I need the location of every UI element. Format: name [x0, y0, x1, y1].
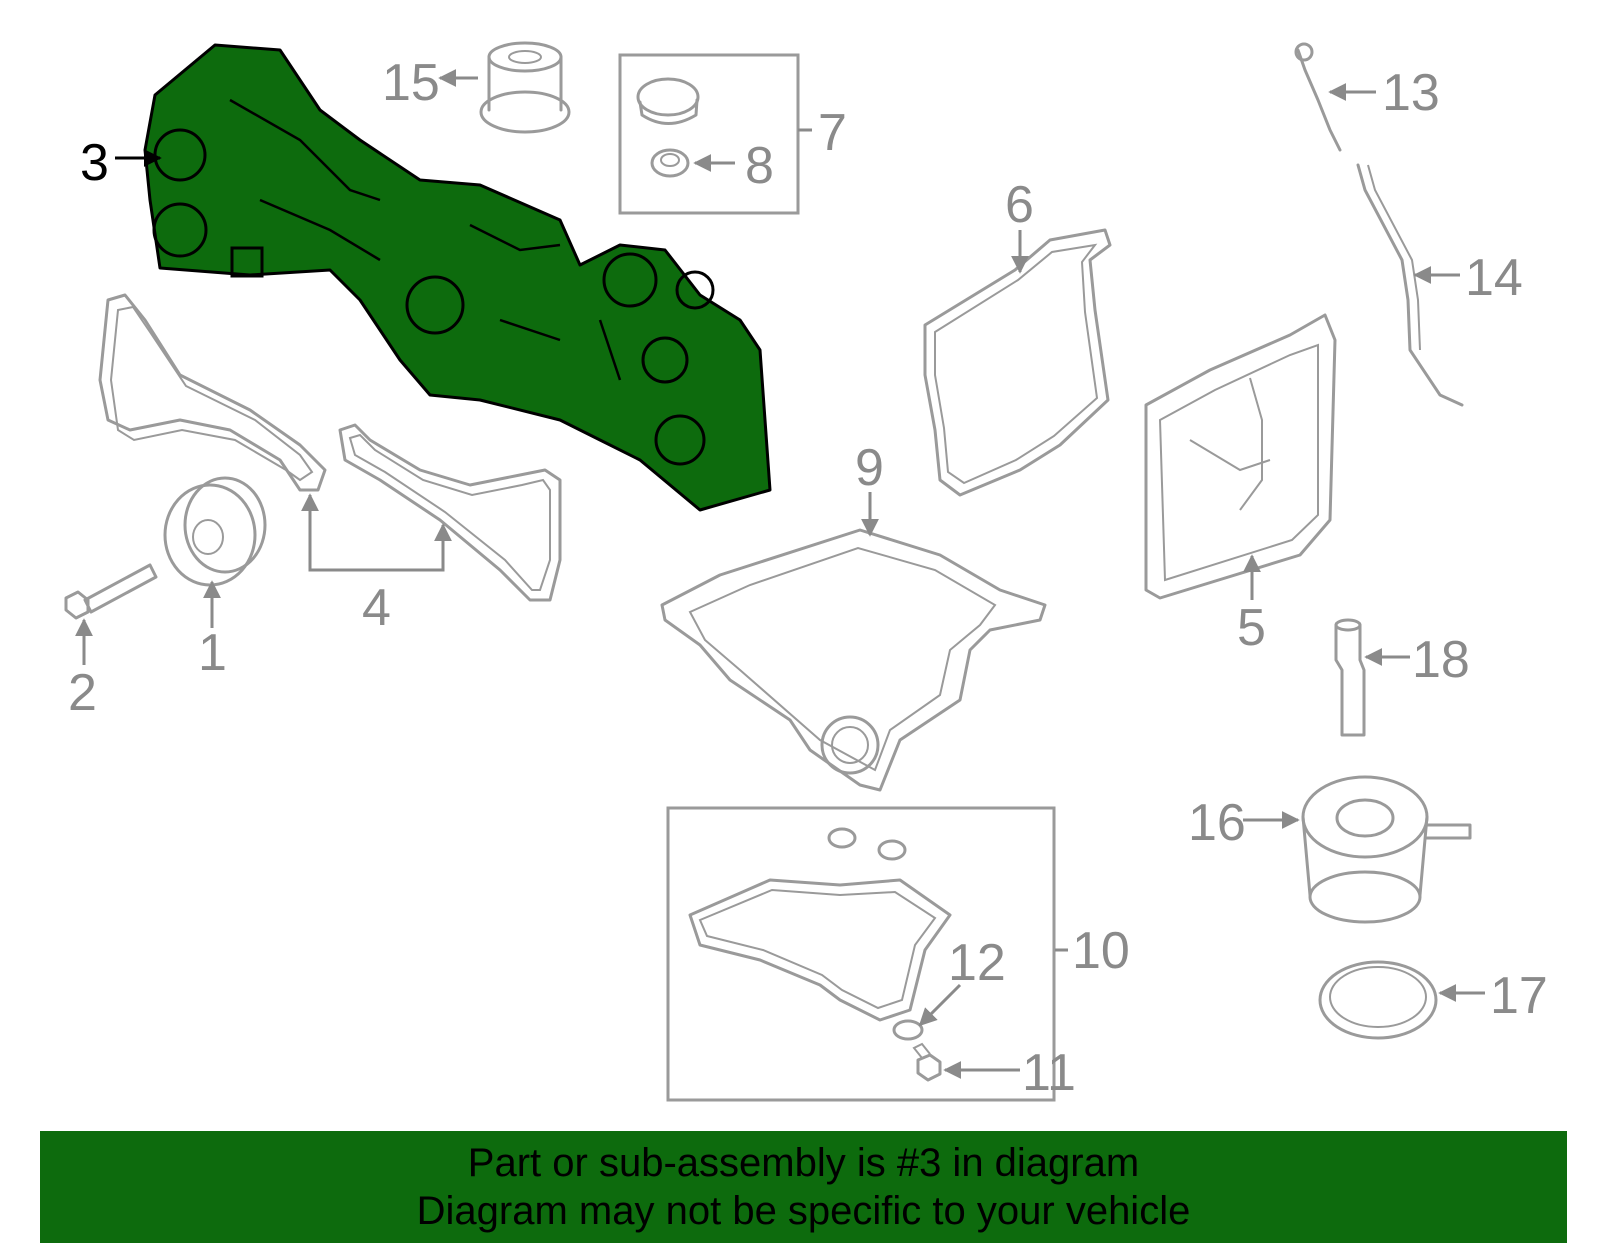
label-11: 11 — [1022, 1044, 1076, 1102]
timing-cover-part-3[interactable] — [143, 43, 772, 512]
label-13: 13 — [1382, 64, 1440, 122]
info-banner: Part or sub-assembly is #3 in diagram Di… — [40, 1131, 1567, 1243]
dipstick-part-13[interactable] — [1296, 48, 1342, 152]
label-9: 9 — [855, 439, 884, 497]
oil-filter-part-15[interactable] — [479, 41, 571, 134]
pipe-part-18[interactable] — [1334, 618, 1366, 737]
label-3: 3 — [80, 134, 109, 192]
oil-cooler-part-16[interactable] — [1301, 775, 1472, 924]
label-17: 17 — [1490, 967, 1548, 1025]
label-4: 4 — [362, 579, 391, 637]
label-14: 14 — [1465, 249, 1523, 307]
leader-lines — [75, 69, 1485, 1079]
filler-cap-part-7[interactable] — [636, 77, 700, 125]
cap-assembly-box — [618, 53, 800, 215]
label-7: 7 — [818, 104, 847, 162]
label-6: 6 — [1005, 176, 1034, 234]
banner-line-1: Part or sub-assembly is #3 in diagram — [467, 1141, 1140, 1185]
label-1: 1 — [198, 624, 227, 682]
label-12: 12 — [948, 934, 1006, 992]
oil-pan-lower-part-10[interactable] — [688, 827, 952, 1022]
label-18: 18 — [1412, 631, 1470, 689]
dipstick-tube-part-14[interactable] — [1356, 163, 1464, 407]
gasket-part-6[interactable] — [923, 228, 1112, 497]
label-2: 2 — [68, 664, 97, 722]
banner-line-2: Diagram may not be specific to your vehi… — [416, 1189, 1191, 1233]
drain-plug-part-11[interactable] — [912, 1042, 942, 1082]
label-5: 5 — [1237, 599, 1266, 657]
washer-part-12[interactable] — [892, 1019, 924, 1041]
bolt-part-2[interactable] — [64, 563, 158, 620]
pulley-part-1[interactable] — [163, 476, 267, 587]
oil-pan-lower-box — [666, 806, 1056, 1102]
label-15: 15 — [382, 54, 440, 112]
seal-part-8[interactable] — [650, 148, 690, 178]
cover-part-5[interactable] — [1144, 313, 1337, 600]
label-16: 16 — [1188, 794, 1246, 852]
label-8: 8 — [745, 137, 774, 195]
timing-belts-part-4[interactable] — [98, 293, 562, 602]
label-10: 10 — [1072, 922, 1130, 980]
seal-ring-part-17[interactable] — [1318, 960, 1438, 1040]
oil-pan-upper-part-9[interactable] — [660, 528, 1047, 792]
